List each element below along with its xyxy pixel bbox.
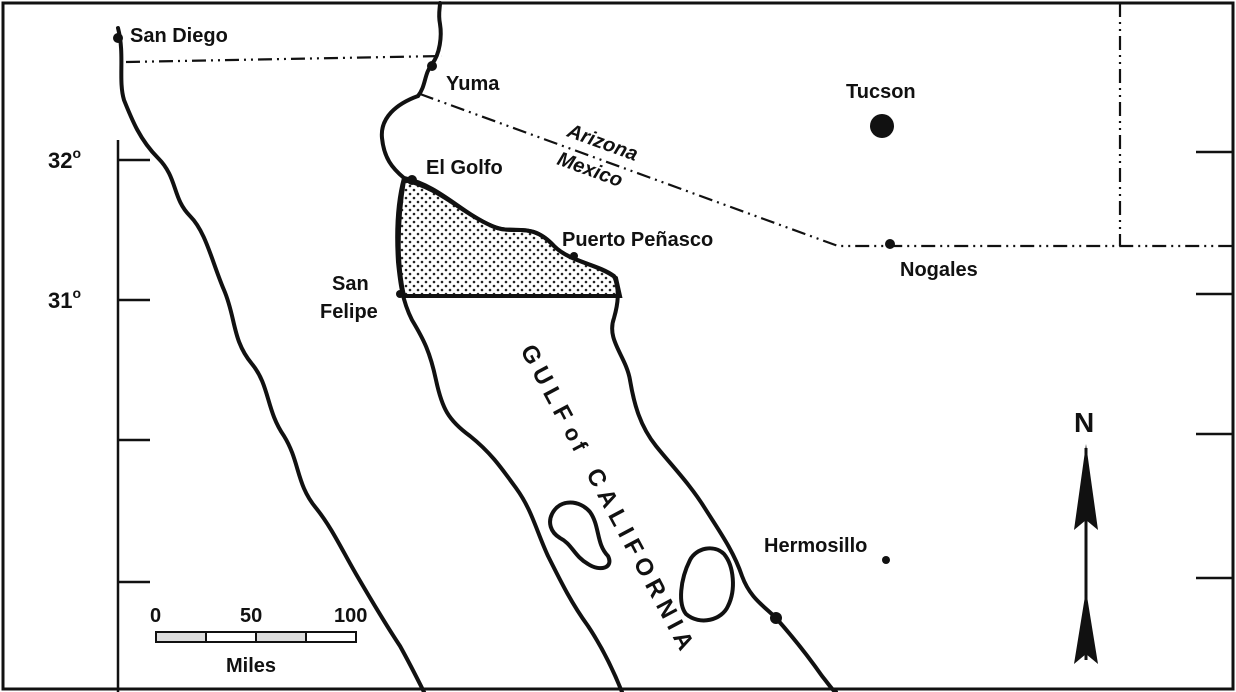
latitude-label-32: 32o (48, 145, 81, 173)
label-san-felipe-line1: San (332, 273, 369, 295)
city-dot-icon-yuma (427, 61, 437, 71)
us-mexico-border (419, 92, 1232, 248)
shaded-study-area (396, 177, 623, 298)
label-san-diego: San Diego (130, 25, 228, 47)
gulf-label: GULF of CALIFORNIA (515, 340, 702, 660)
gulf-west-coastline (379, 94, 624, 692)
city-dot-icon-tucson (870, 114, 894, 138)
city-dot-icon-san-diego (113, 33, 123, 43)
city-dot-icon-hermosillo (882, 556, 890, 564)
north-arrow-icon (1074, 444, 1098, 664)
label-gulf-line3: CALIFORNIA (580, 464, 701, 660)
label-nogales: Nogales (900, 259, 978, 281)
scale-bar (155, 631, 357, 643)
label-yuma: Yuma (446, 73, 500, 95)
latitude-label-31: 31o (48, 285, 81, 313)
label-tucson: Tucson (846, 81, 916, 103)
island-angel-de-la-guarda (548, 500, 612, 571)
city-dot-icon-el-golfo (407, 175, 417, 185)
city-dot-icon-puerto-penasco (570, 252, 578, 260)
label-gulf-line1: GULF (515, 340, 581, 432)
island-tiburon (679, 546, 735, 623)
scale-tick-50: 50 (240, 605, 262, 627)
city-dot-icon-nogales (885, 239, 895, 249)
scale-unit: Miles (226, 655, 276, 677)
scale-tick-0: 0 (150, 605, 161, 627)
label-hermosillo: Hermosillo (764, 535, 867, 557)
label-san-felipe-line2: Felipe (320, 301, 378, 323)
scale-tick-100: 100 (334, 605, 367, 627)
pacific-coastline (116, 26, 426, 692)
california-arizona-border (125, 54, 443, 64)
colorado-river (416, 1, 443, 98)
label-el-golfo: El Golfo (426, 157, 503, 179)
north-label: N (1074, 407, 1094, 438)
label-puerto-penasco: Puerto Peñasco (562, 229, 713, 251)
city-dot-icon-guaymas (770, 612, 782, 624)
city-dot-icon-san-felipe (396, 290, 404, 298)
